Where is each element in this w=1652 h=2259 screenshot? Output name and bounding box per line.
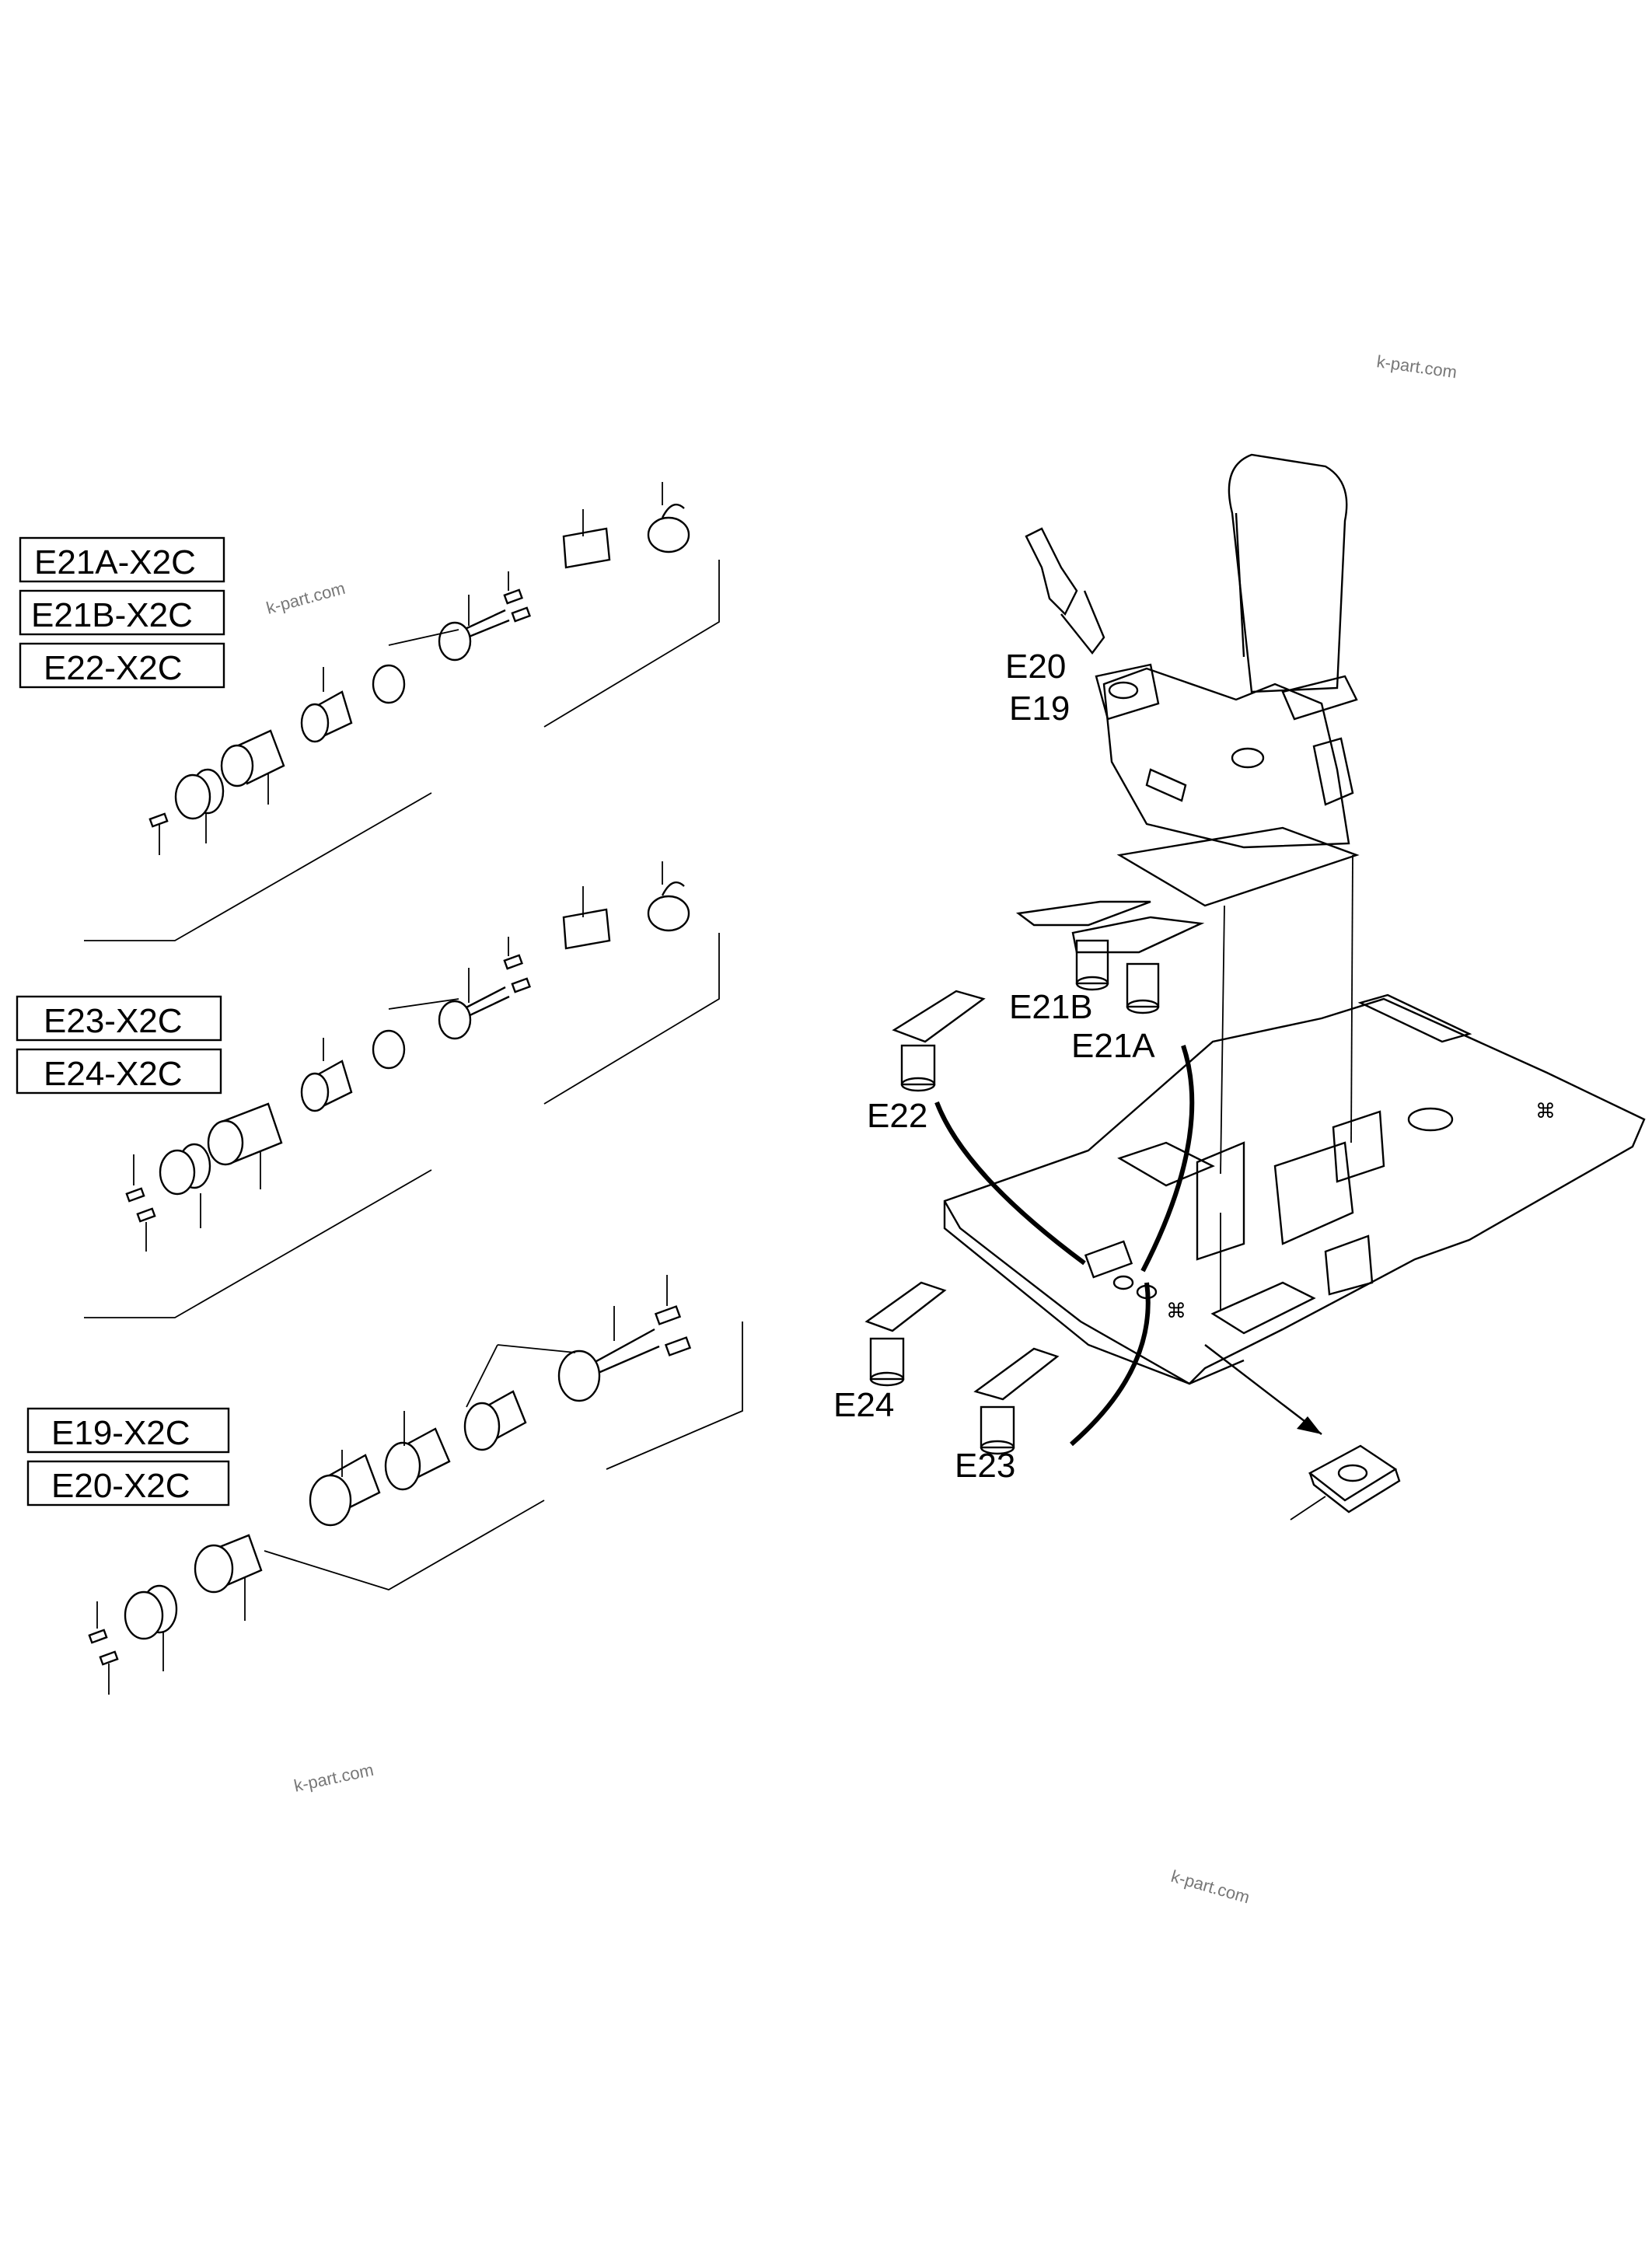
group-1-connector bbox=[84, 482, 720, 941]
leader-lines bbox=[934, 1045, 1322, 1447]
callout-e22: E22 bbox=[867, 1097, 927, 1135]
pedal-e24 bbox=[864, 1281, 947, 1387]
operator-seat bbox=[1025, 453, 1360, 1175]
callout-e23: E23 bbox=[955, 1447, 1015, 1485]
svg-text:⌘: ⌘ bbox=[1535, 1099, 1556, 1123]
callout-e24: E24 bbox=[833, 1386, 894, 1424]
group-3-connector bbox=[88, 1275, 743, 1695]
watermark-top-left: k-part.com bbox=[264, 578, 348, 618]
connector-label: E23-X2C bbox=[44, 1002, 183, 1040]
label-box bbox=[26, 1460, 230, 1507]
cab-floor: ⌘ ⌘ bbox=[943, 993, 1646, 1385]
pedal-e23 bbox=[973, 1347, 1060, 1455]
label-box bbox=[16, 1048, 222, 1095]
connector-label: E21A-X2C bbox=[34, 543, 196, 581]
floor-mat-detail bbox=[1290, 1444, 1401, 1521]
watermark-top-right: k-part.com bbox=[1375, 351, 1458, 382]
connector-label: E22-X2C bbox=[44, 649, 183, 687]
label-box bbox=[19, 536, 225, 583]
connector-label: E19-X2C bbox=[51, 1414, 190, 1452]
label-box bbox=[26, 1407, 230, 1454]
label-box bbox=[16, 995, 222, 1042]
callout-e20: E20 bbox=[1005, 648, 1066, 686]
callout-e21b: E21B bbox=[1009, 988, 1093, 1026]
connector-label: E21B-X2C bbox=[31, 596, 193, 634]
group-2-connector bbox=[84, 861, 720, 1318]
label-box bbox=[19, 642, 225, 689]
label-box bbox=[19, 589, 225, 636]
connector-label: E20-X2C bbox=[51, 1467, 190, 1505]
group-1-labels: E21A-X2C E21B-X2C E22-X2C bbox=[19, 536, 225, 689]
group-3-labels: E19-X2C E20-X2C bbox=[26, 1407, 230, 1507]
callout-e19: E19 bbox=[1009, 690, 1070, 728]
connector-label: E24-X2C bbox=[44, 1055, 183, 1093]
pedals-e21 bbox=[1015, 900, 1205, 1014]
watermark-bottom-left: k-part.com bbox=[292, 1760, 375, 1796]
group-2-labels: E23-X2C E24-X2C bbox=[16, 995, 222, 1095]
arrow-head bbox=[1297, 1416, 1322, 1434]
pedal-e22 bbox=[892, 990, 986, 1092]
svg-text:⌘: ⌘ bbox=[1166, 1299, 1186, 1322]
callout-e21a: E21A bbox=[1071, 1027, 1155, 1065]
watermark-bottom-right: k-part.com bbox=[1169, 1866, 1252, 1908]
